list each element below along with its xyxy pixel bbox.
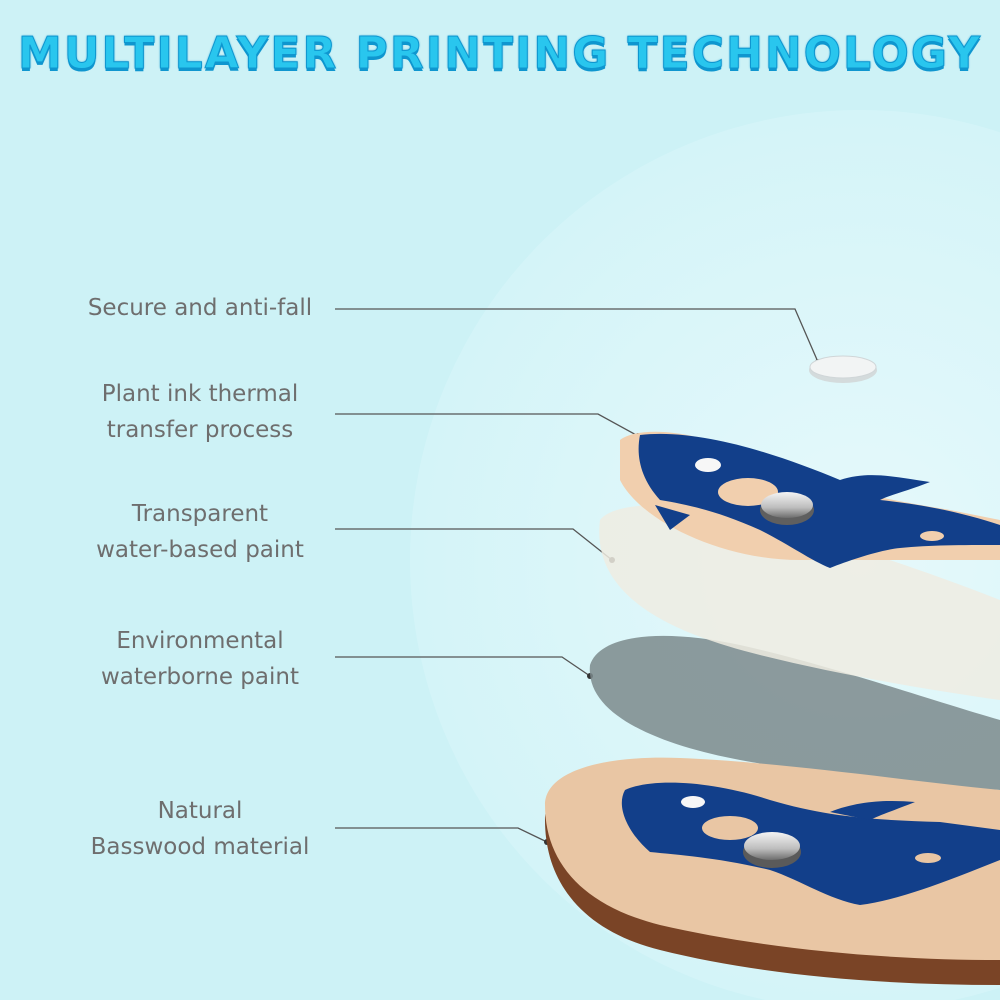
label-secure-anti-fall: Secure and anti-fall xyxy=(40,290,360,326)
label-line-1: Environmental xyxy=(116,628,284,654)
label-line-1: Natural xyxy=(157,798,243,824)
base-magnet xyxy=(743,832,801,868)
transparent-paint-layer xyxy=(599,505,1000,700)
leader-line-3 xyxy=(335,528,613,561)
leader-line-2 xyxy=(335,413,639,437)
whale-print-layer xyxy=(620,431,1000,568)
label-line-2: Basswood material xyxy=(90,834,310,860)
label-line-2: water-based paint xyxy=(96,537,304,563)
grey-paint-layer xyxy=(589,635,1000,790)
magnet-disc xyxy=(809,355,877,383)
label-line-1: Transparent xyxy=(131,501,269,527)
label-transparent-paint: Transparent water-based paint xyxy=(40,496,360,568)
label-line-1: Secure and anti-fall xyxy=(87,295,313,321)
leader-line-4 xyxy=(335,656,591,677)
label-line-1: Plant ink thermal xyxy=(101,381,299,407)
whale-magnet xyxy=(760,492,814,525)
leader-line-5 xyxy=(335,827,548,843)
page-title: MULTILAYER PRINTING TECHNOLOGY xyxy=(18,28,982,80)
label-plant-ink: Plant ink thermal transfer process xyxy=(40,376,360,448)
label-basswood: Natural Basswood material xyxy=(40,793,360,865)
label-line-2: transfer process xyxy=(106,417,294,443)
leader-line-1 xyxy=(335,308,819,363)
label-environmental-paint: Environmental waterborne paint xyxy=(40,623,360,695)
basswood-base xyxy=(545,757,1000,985)
label-line-2: waterborne paint xyxy=(101,664,299,690)
